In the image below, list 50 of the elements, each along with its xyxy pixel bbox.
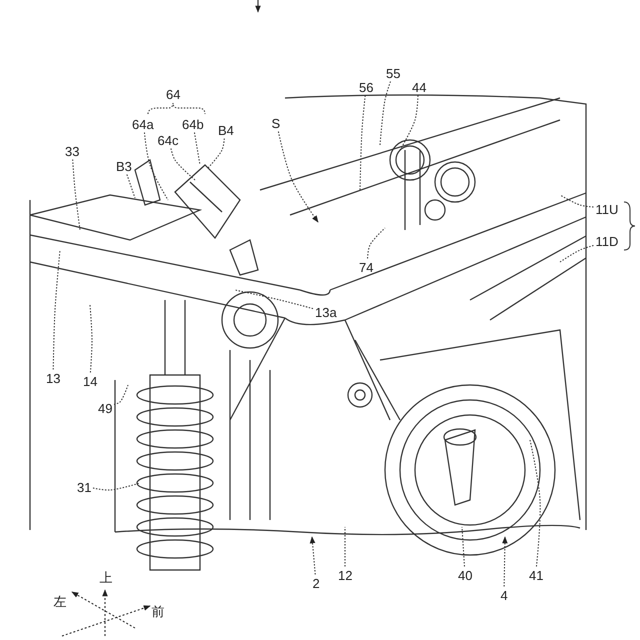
callout-number: 4: [500, 588, 509, 602]
callout-number: 41: [528, 568, 544, 582]
leader-line: [367, 228, 386, 259]
callout-number: 44: [411, 80, 428, 94]
callout-number: 31: [76, 480, 92, 494]
callout-number: 13a: [314, 304, 338, 320]
callout-number: 56: [358, 80, 374, 94]
callout-number: 64a: [131, 116, 155, 132]
leader-line: [560, 194, 594, 208]
leader-line: [360, 95, 366, 190]
leader-line: [194, 132, 200, 166]
leader-line: [462, 526, 465, 567]
leader-line: [380, 81, 391, 146]
callout-number: 64b: [181, 116, 205, 132]
leader-line: [144, 132, 168, 200]
leader-line: [126, 174, 136, 198]
leader-line: [92, 482, 140, 491]
callout-number: 64c: [156, 132, 180, 148]
callout-number: B3: [115, 158, 133, 174]
callout-number: 11U: [594, 202, 620, 216]
callout-number: B4: [217, 122, 235, 138]
callout-number: 14: [82, 374, 98, 388]
callout-number: 64: [165, 86, 182, 102]
leader-line: [278, 131, 318, 223]
callout-number: 2: [312, 576, 321, 590]
callout-number: 74: [358, 260, 374, 274]
callout-number: 40: [457, 568, 474, 582]
leader-line: [400, 95, 418, 150]
leader-line: [234, 290, 314, 310]
leader-line: [344, 526, 346, 567]
leader-line: [52, 250, 60, 370]
leader-line: [530, 440, 541, 567]
callout-number: 13: [45, 370, 62, 386]
callout-number: S: [270, 116, 282, 130]
callout-number: 49: [97, 400, 114, 416]
leader-line: [208, 138, 225, 168]
callout-number: 12: [337, 568, 354, 582]
leader-line: [114, 384, 128, 405]
callout-number: 33: [64, 144, 80, 158]
direction-label: 左: [52, 594, 68, 610]
leader-line: [90, 304, 92, 373]
direction-label: 上: [98, 570, 114, 586]
callout-number: 55: [385, 66, 402, 80]
leader-line: [72, 159, 80, 230]
leader-line: [310, 536, 316, 575]
callout-number: 11D: [594, 234, 620, 248]
leader-line: [170, 148, 196, 180]
leader-line: [560, 245, 594, 262]
direction-label: 前: [150, 604, 166, 620]
leader-line: [502, 536, 508, 587]
